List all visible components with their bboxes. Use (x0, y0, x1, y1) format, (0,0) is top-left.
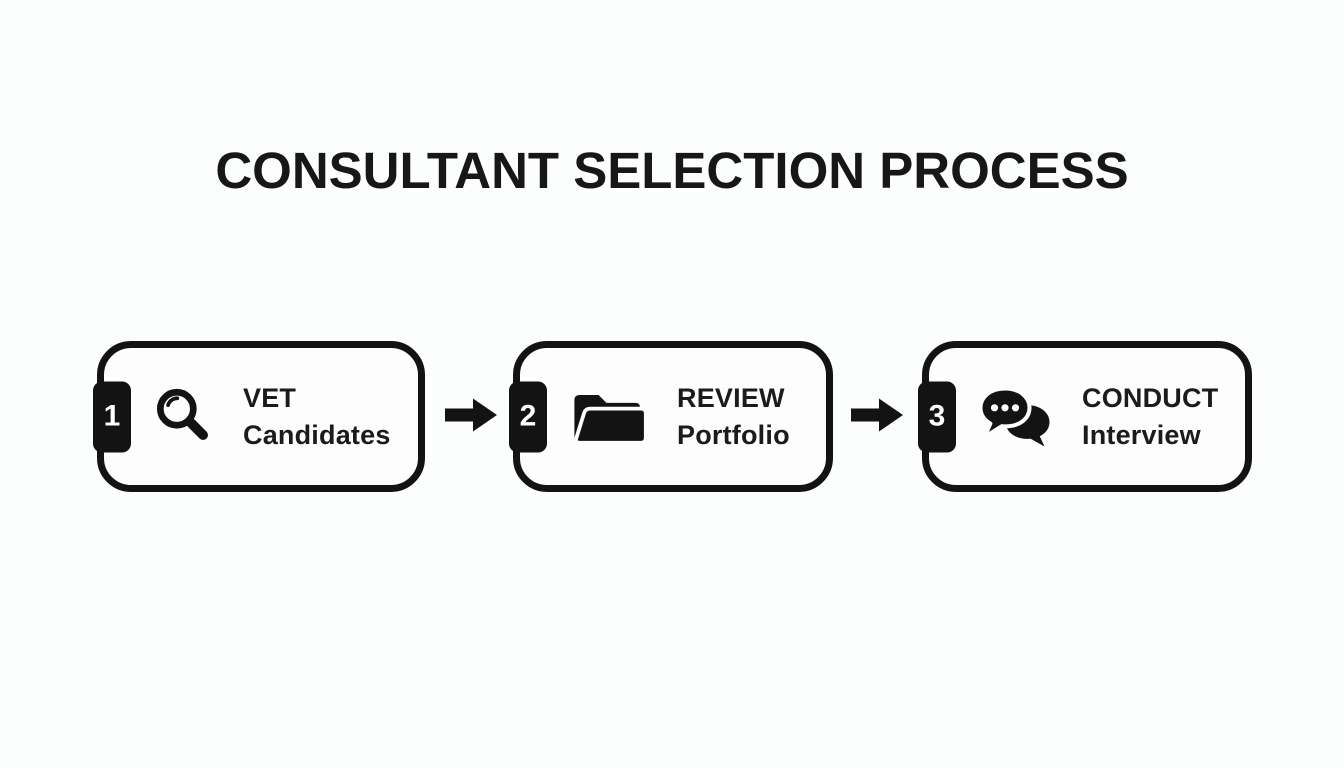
step-label-line2: Portfolio (677, 419, 790, 450)
step-conduct-interview: 3 CONDUCT Interview (918, 341, 1252, 492)
step-label-line1: VET (243, 382, 297, 413)
step-label: CONDUCT Interview (1082, 380, 1218, 454)
step-label: REVIEW Portfolio (677, 380, 790, 454)
process-flow: 1 VET Candidates 2 (0, 341, 1344, 493)
arrow-right-icon (445, 397, 497, 433)
chat-bubbles-icon (975, 383, 1055, 451)
step-number-badge: 3 (918, 381, 956, 452)
step-review-portfolio: 2 REVIEW Portfolio (509, 341, 833, 492)
open-folder-icon (566, 385, 650, 449)
step-label-line1: REVIEW (677, 382, 785, 413)
step-label-line2: Candidates (243, 419, 391, 450)
magnifier-icon (150, 384, 216, 450)
step-number-badge: 2 (509, 381, 547, 452)
page-title: CONSULTANT SELECTION PROCESS (215, 142, 1129, 199)
step-number: 1 (103, 399, 121, 433)
step-number-badge: 1 (93, 381, 131, 452)
step-vet-candidates: 1 VET Candidates (93, 341, 425, 492)
step-number: 2 (519, 399, 537, 433)
step-number: 3 (928, 399, 946, 433)
step-label: VET Candidates (243, 380, 391, 454)
step-label-line2: Interview (1082, 419, 1201, 450)
step-label-line1: CONDUCT (1082, 382, 1219, 413)
arrow-right-icon (851, 397, 903, 433)
